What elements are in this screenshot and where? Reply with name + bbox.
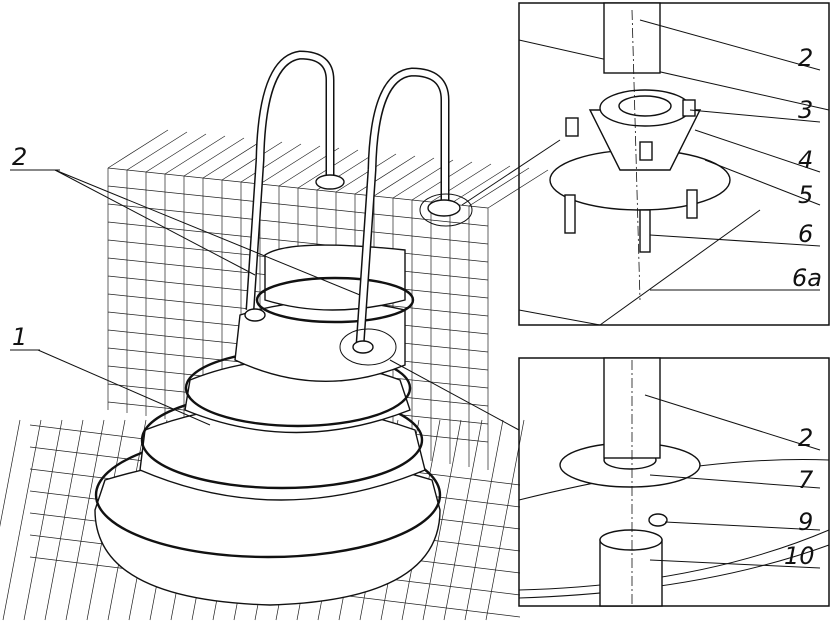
label-inset-top-6: 6 (798, 220, 813, 248)
label-inset-top-5: 5 (798, 181, 813, 209)
label-inset-top-3: 3 (798, 96, 813, 124)
label-inset-bottom-7: 7 (798, 466, 814, 494)
label-inset-top-4: 4 (798, 146, 813, 174)
label-steps: 1 (12, 323, 27, 351)
inset-bottom-detail (518, 357, 830, 607)
label-inset-bottom-2: 2 (798, 424, 813, 452)
label-inset-bottom-10: 10 (784, 542, 815, 570)
pool-steps (94, 244, 442, 606)
label-handrail: 2 (12, 143, 27, 171)
inset-top-leaders (639, 19, 821, 291)
label-inset-top-6a: 6a (792, 264, 822, 292)
inset-top-detail (518, 2, 830, 326)
inset-bottom-leaders (644, 394, 821, 569)
handrails (244, 50, 473, 366)
label-inset-bottom-9: 9 (798, 508, 813, 536)
label-inset-top-2: 2 (798, 44, 813, 72)
leader-lines (10, 139, 561, 431)
